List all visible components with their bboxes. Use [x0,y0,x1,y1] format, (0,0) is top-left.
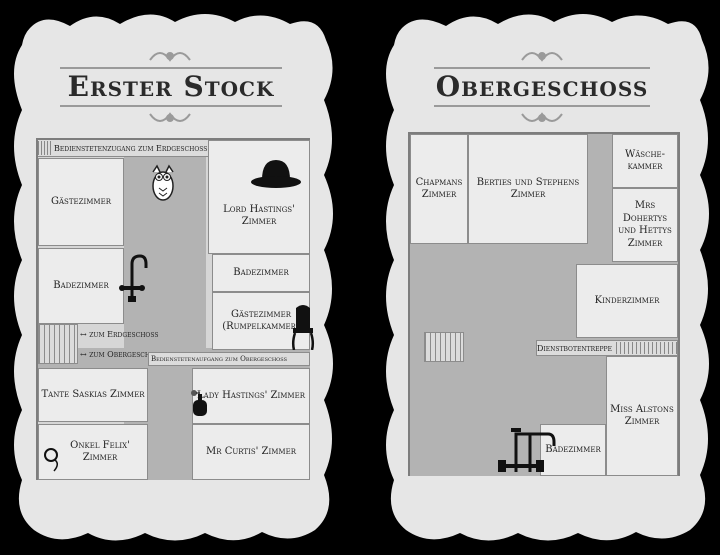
room-lady-hastings[interactable]: Lady Hastings' Zimmer [192,368,310,424]
room-chapman[interactable]: Chapmans Zimmer [410,134,468,244]
room-bathroom-right[interactable]: Badezimmer [212,254,310,292]
chair-icon [291,305,315,350]
perfume-bottle-icon [191,390,207,416]
monocle-icon [44,448,58,472]
room-guest[interactable]: Gästezimmer [38,158,124,246]
right-floor-card: Obergeschoss Chapmans Zimmer Berties und… [368,0,720,555]
left-floor-plan: Bedienstetenzugang zum Erdgeschoss Gäste… [36,138,315,480]
room-aunt-saskia[interactable]: Tante Saskias Zimmer [38,368,148,422]
room-lord-hastings[interactable]: Lord Hastings' Zimmer [208,140,310,254]
room-bathroom-upper[interactable]: Badezimmer [540,424,606,476]
room-bathroom-left[interactable]: Badezimmer [38,248,124,324]
stairs-down-label: ↔ zum Erdgeschoss [80,330,159,339]
stairs-up-label: ↔ zum Obergeschoss [80,350,164,359]
service-entrance-ground-label: Bedienstetenzugang zum Erdgeschoss [54,143,208,153]
right-title: Obergeschoss [435,70,649,103]
servant-stairs-label: Dienstbotentreppe [537,343,612,353]
service-entrance-upper-strip: Bedienstetenaufgang zum Obergeschoss [148,352,310,366]
owl-icon [152,164,174,201]
bowler-hat-icon [251,160,301,188]
room-berties-stephens[interactable]: Berties und Stephens Zimmer [468,134,588,244]
service-entrance-upper-label: Bedienstetenaufgang zum Obergeschoss [151,355,288,363]
room-miss-alston[interactable]: Miss Alstons Zimmer [606,356,678,476]
room-nursery[interactable]: Kinderzimmer [576,264,678,338]
faucet-icon [119,254,148,302]
left-title: Erster Stock [67,70,275,103]
room-guest-lumber[interactable]: Gästezimmer (Rumpelkammer) [212,292,310,350]
right-floor-plan: Chapmans Zimmer Berties und Stephens Zim… [408,132,680,476]
room-laundry[interactable]: Wäsche-kammer [612,134,678,188]
left-floor-card: Erster Stock Bedienstetenzugang zum Erdg… [0,0,345,555]
bath-faucet-icon [498,428,556,472]
right-corridor-vertical [588,134,612,264]
servant-stairs-strip: Dienstbotentreppe [536,340,678,356]
right-staircase [424,332,464,362]
room-mr-curtis[interactable]: Mr Curtis' Zimmer [192,424,310,480]
left-staircase [38,324,78,364]
room-doherty-hetty[interactable]: Mrs Dohertys und Hettys Zimmer [612,188,678,262]
